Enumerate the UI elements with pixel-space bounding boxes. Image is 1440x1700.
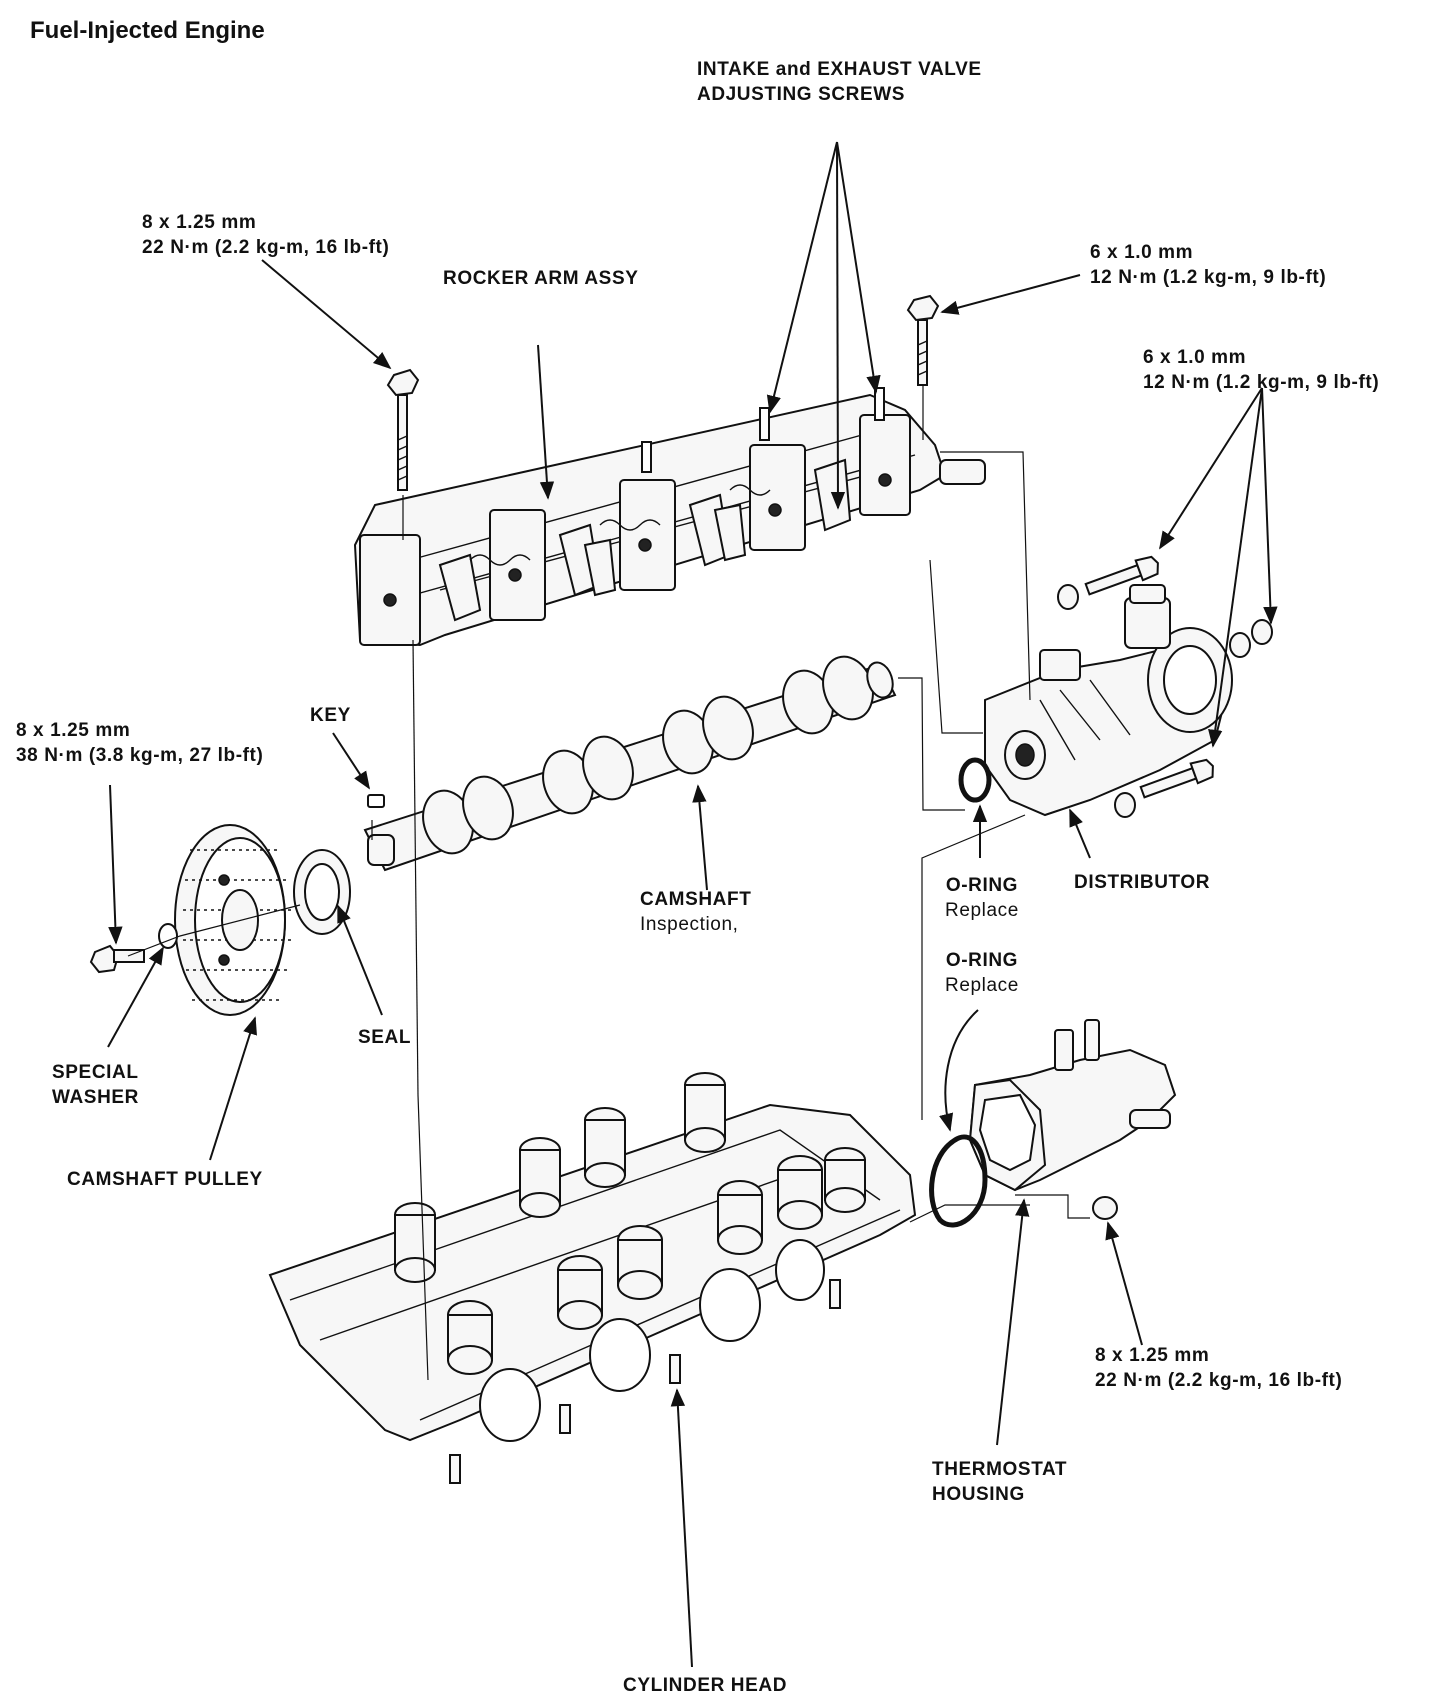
thermostat-bolt-spec: 8 x 1.25 mm 22 N·m (2.2 kg-m, 16 lb-ft): [1095, 1345, 1343, 1391]
key-label: KEY: [310, 705, 351, 726]
alignment-lines: [127, 385, 1090, 1381]
distributor-label: DISTRIBUTOR: [1074, 872, 1211, 893]
distributor-bolts: [1057, 555, 1273, 818]
rocker-bolt-right: [906, 294, 940, 386]
special-washer-label: SPECIAL WASHER: [52, 1062, 139, 1108]
key-part: [367, 794, 385, 808]
seal-label: SEAL: [358, 1027, 412, 1048]
thermostat-housing-part: [968, 1019, 1177, 1192]
camshaft-pulley: [174, 824, 292, 1016]
seal-part: [293, 849, 351, 935]
cylinder-head-part: [268, 1072, 917, 1484]
page-title: Fuel-Injected Engine: [30, 17, 265, 44]
distributor-part: [984, 584, 1233, 817]
distributor-bolt-spec: 6 x 1.0 mm 12 N·m (1.2 kg-m, 9 lb-ft): [1143, 347, 1380, 393]
cylinder-head-label: CYLINDER HEAD: [623, 1675, 788, 1696]
camshaft-label: CAMSHAFT Inspection,: [640, 889, 752, 935]
leader-arrows: [107, 141, 1278, 1668]
thermostat-bolt-part: [1092, 1196, 1118, 1220]
o-ring-thermostat-label: O-RING Replace: [945, 950, 1019, 996]
rocker-bolt-left: [386, 368, 420, 491]
rocker-arm-assembly: [353, 387, 986, 647]
rocker-arm-label: ROCKER ARM ASSY: [443, 268, 639, 289]
rocker-bolt-right-spec: 6 x 1.0 mm 12 N·m (1.2 kg-m, 9 lb-ft): [1090, 242, 1327, 288]
thermostat-housing-label: THERMOSTAT HOUSING: [932, 1459, 1068, 1505]
pulley-bolt: [89, 944, 145, 974]
valve-screws-label: INTAKE and EXHAUST VALVE ADJUSTING SCREW…: [697, 59, 982, 105]
camshaft-pulley-label: CAMSHAFT PULLEY: [67, 1169, 263, 1190]
o-ring-distributor-label: O-RING Replace: [945, 875, 1019, 921]
special-washer-part: [158, 923, 178, 949]
o-ring-distributor-part: [958, 757, 992, 803]
rocker-bolt-left-spec: 8 x 1.25 mm 22 N·m (2.2 kg-m, 16 lb-ft): [142, 212, 390, 258]
camshaft: [363, 655, 897, 872]
pulley-bolt-spec: 8 x 1.25 mm 38 N·m (3.8 kg-m, 27 lb-ft): [16, 720, 264, 766]
o-ring-thermostat-part: [929, 1134, 988, 1228]
